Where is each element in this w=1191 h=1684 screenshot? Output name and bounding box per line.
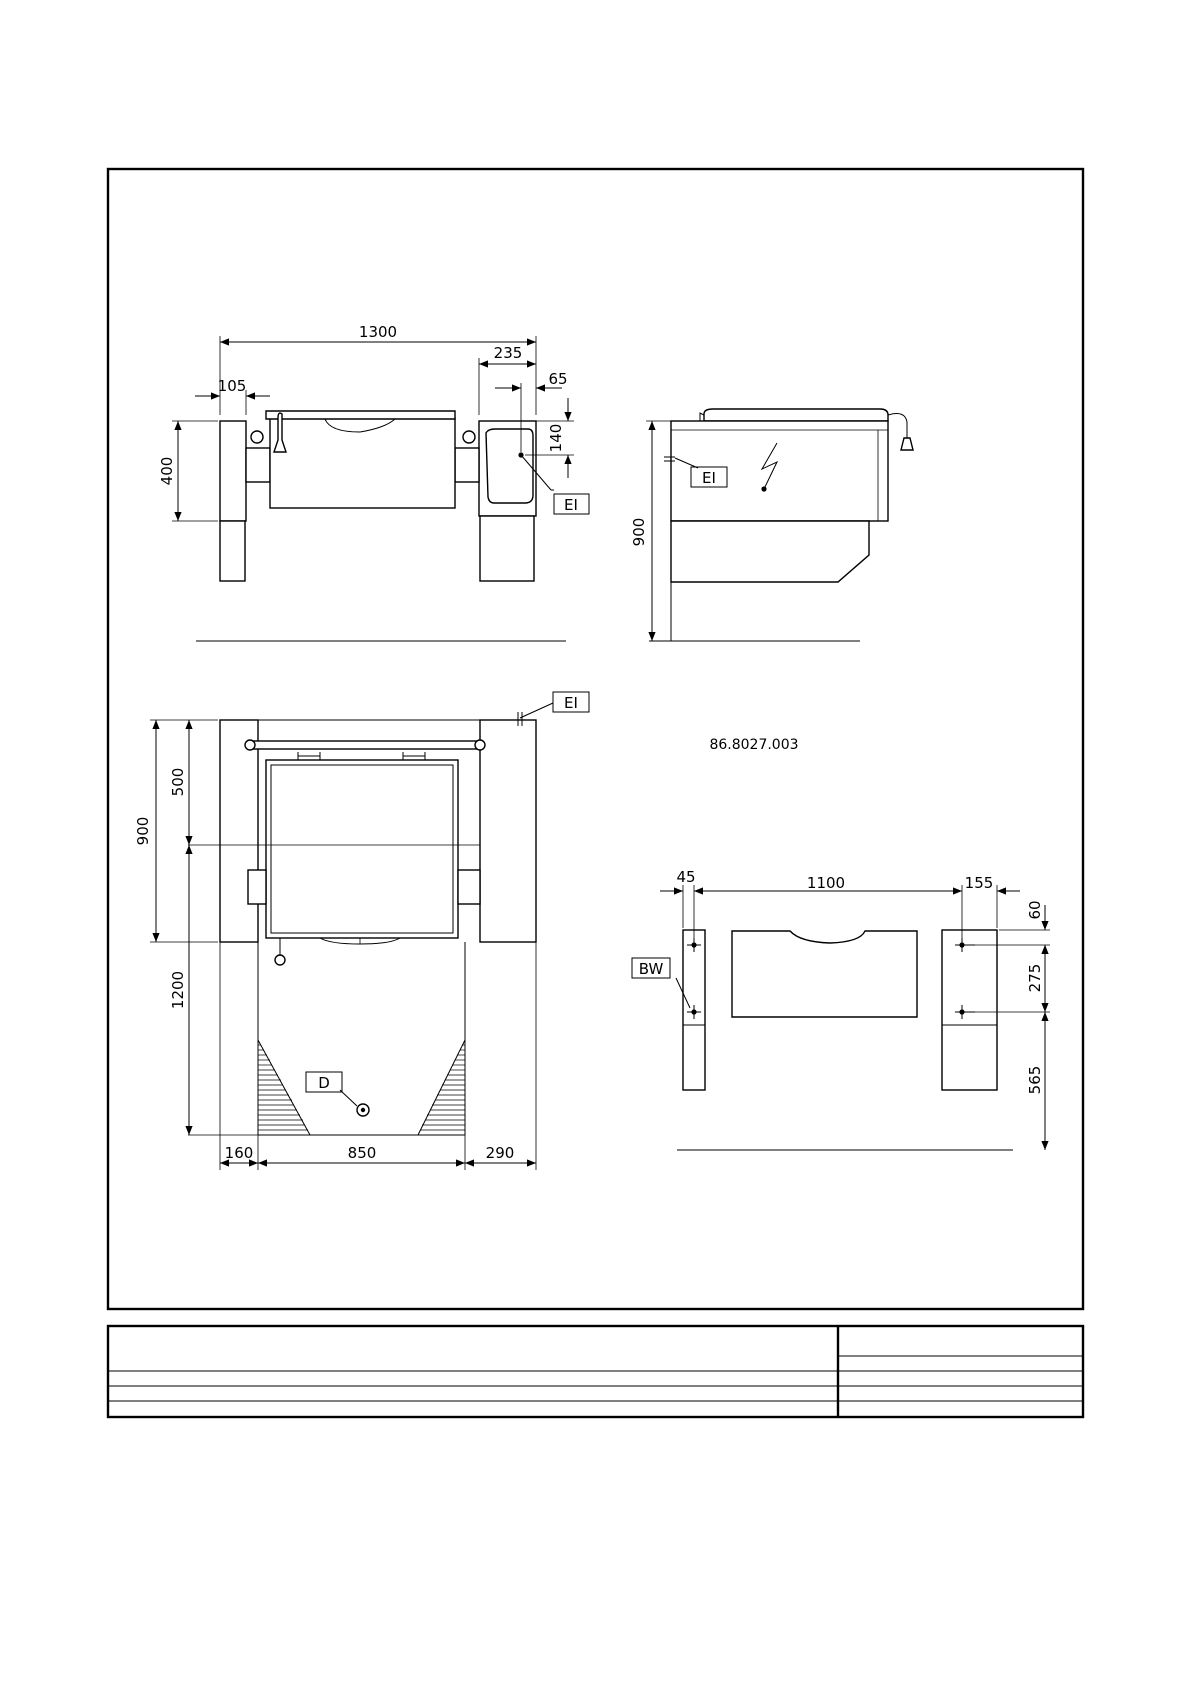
label-water: BW (639, 960, 664, 978)
foundation-view: BW 45 1100 155 60 275 565 (632, 868, 1050, 1150)
drawing-code: 86.8027.003 (709, 737, 798, 753)
left-pedestal-leg (220, 521, 245, 581)
dim-foundation-hole-spacing: 275 (1026, 964, 1044, 993)
side-base (671, 521, 869, 582)
dim-left-offset: 105 (218, 377, 247, 395)
front-view: EI 1300 105 235 65 140 400 (158, 323, 589, 641)
dim-top-depth: 900 (134, 817, 152, 846)
dim-height: 400 (158, 457, 176, 486)
label-el-side: EI (702, 469, 716, 487)
top-pan-outer (266, 760, 458, 938)
side-view: EI 900 (630, 409, 913, 641)
dim-foundation-span: 1100 (807, 874, 845, 892)
dim-top-right: 290 (486, 1144, 515, 1162)
right-floor-channel-hatch (418, 1040, 465, 1135)
dim-top-middle: 850 (348, 1144, 377, 1162)
dim-top-left: 160 (225, 1144, 254, 1162)
dim-side-height: 900 (630, 518, 648, 547)
top-left-pedestal (220, 720, 258, 942)
dim-top-depth-upper: 500 (169, 768, 187, 797)
title-block (108, 1326, 1083, 1417)
top-right-pedestal (480, 720, 536, 942)
top-right-axle (458, 870, 480, 904)
anchor-hole-icon (691, 942, 696, 947)
foundation-right-foot (942, 930, 997, 1090)
dim-foundation-left-edge: 45 (676, 868, 695, 886)
foundation-center-block (732, 931, 917, 1017)
side-lid (704, 409, 888, 421)
top-rear-bar (250, 741, 480, 749)
right-pivot (455, 448, 479, 482)
label-el-front: EI (564, 496, 578, 514)
control-panel (486, 429, 533, 503)
label-drain: D (318, 1074, 330, 1092)
dim-connection-offset: 65 (548, 370, 567, 388)
water-hose-icon (888, 414, 907, 438)
dim-right-panel: 235 (494, 344, 523, 362)
left-floor-channel-hatch (258, 1040, 310, 1135)
dim-foundation-bottom: 565 (1026, 1066, 1044, 1095)
label-el-top: EI (564, 694, 578, 712)
left-pedestal-console (220, 421, 246, 521)
dim-width-total: 1300 (359, 323, 397, 341)
dim-foundation-top-offset: 60 (1026, 900, 1044, 919)
dim-foundation-right-edge: 155 (965, 874, 994, 892)
dim-connection-height: 140 (547, 424, 565, 453)
top-view: D EI 900 500 1200 160 850 290 (134, 692, 589, 1170)
right-pedestal-leg (480, 516, 534, 581)
dim-tilt-clearance: 1200 (169, 971, 187, 1009)
top-left-axle (248, 870, 266, 904)
pan-lid (266, 411, 455, 419)
left-pivot (246, 448, 270, 482)
